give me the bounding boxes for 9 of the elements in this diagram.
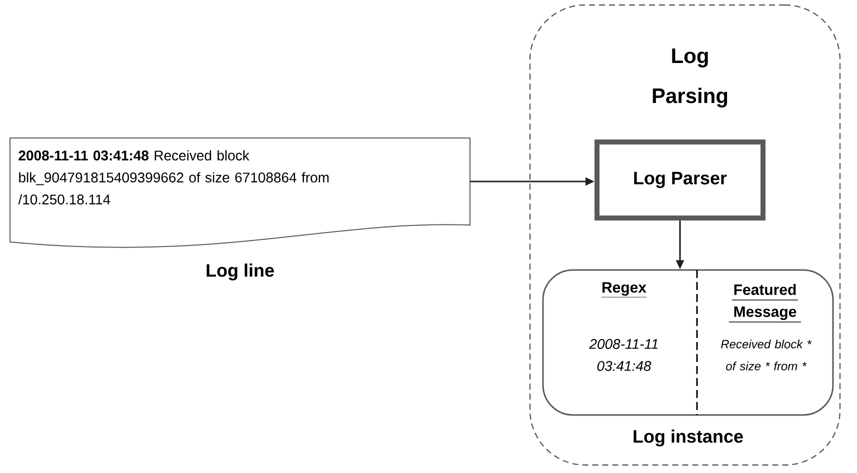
process-box: Log Parser	[594, 140, 766, 220]
column-heading: Featured Message	[728, 284, 802, 322]
node-label: Log line	[206, 264, 274, 280]
container-title: Log Parsing	[652, 48, 728, 108]
node-label: Log instance	[634, 430, 743, 446]
cell-text: Received block * of size * from *	[721, 340, 812, 370]
column-heading: Regex	[601, 282, 647, 298]
dashed-container	[529, 4, 841, 466]
cell-text: 2008-11-11 03:41:48	[589, 339, 658, 371]
